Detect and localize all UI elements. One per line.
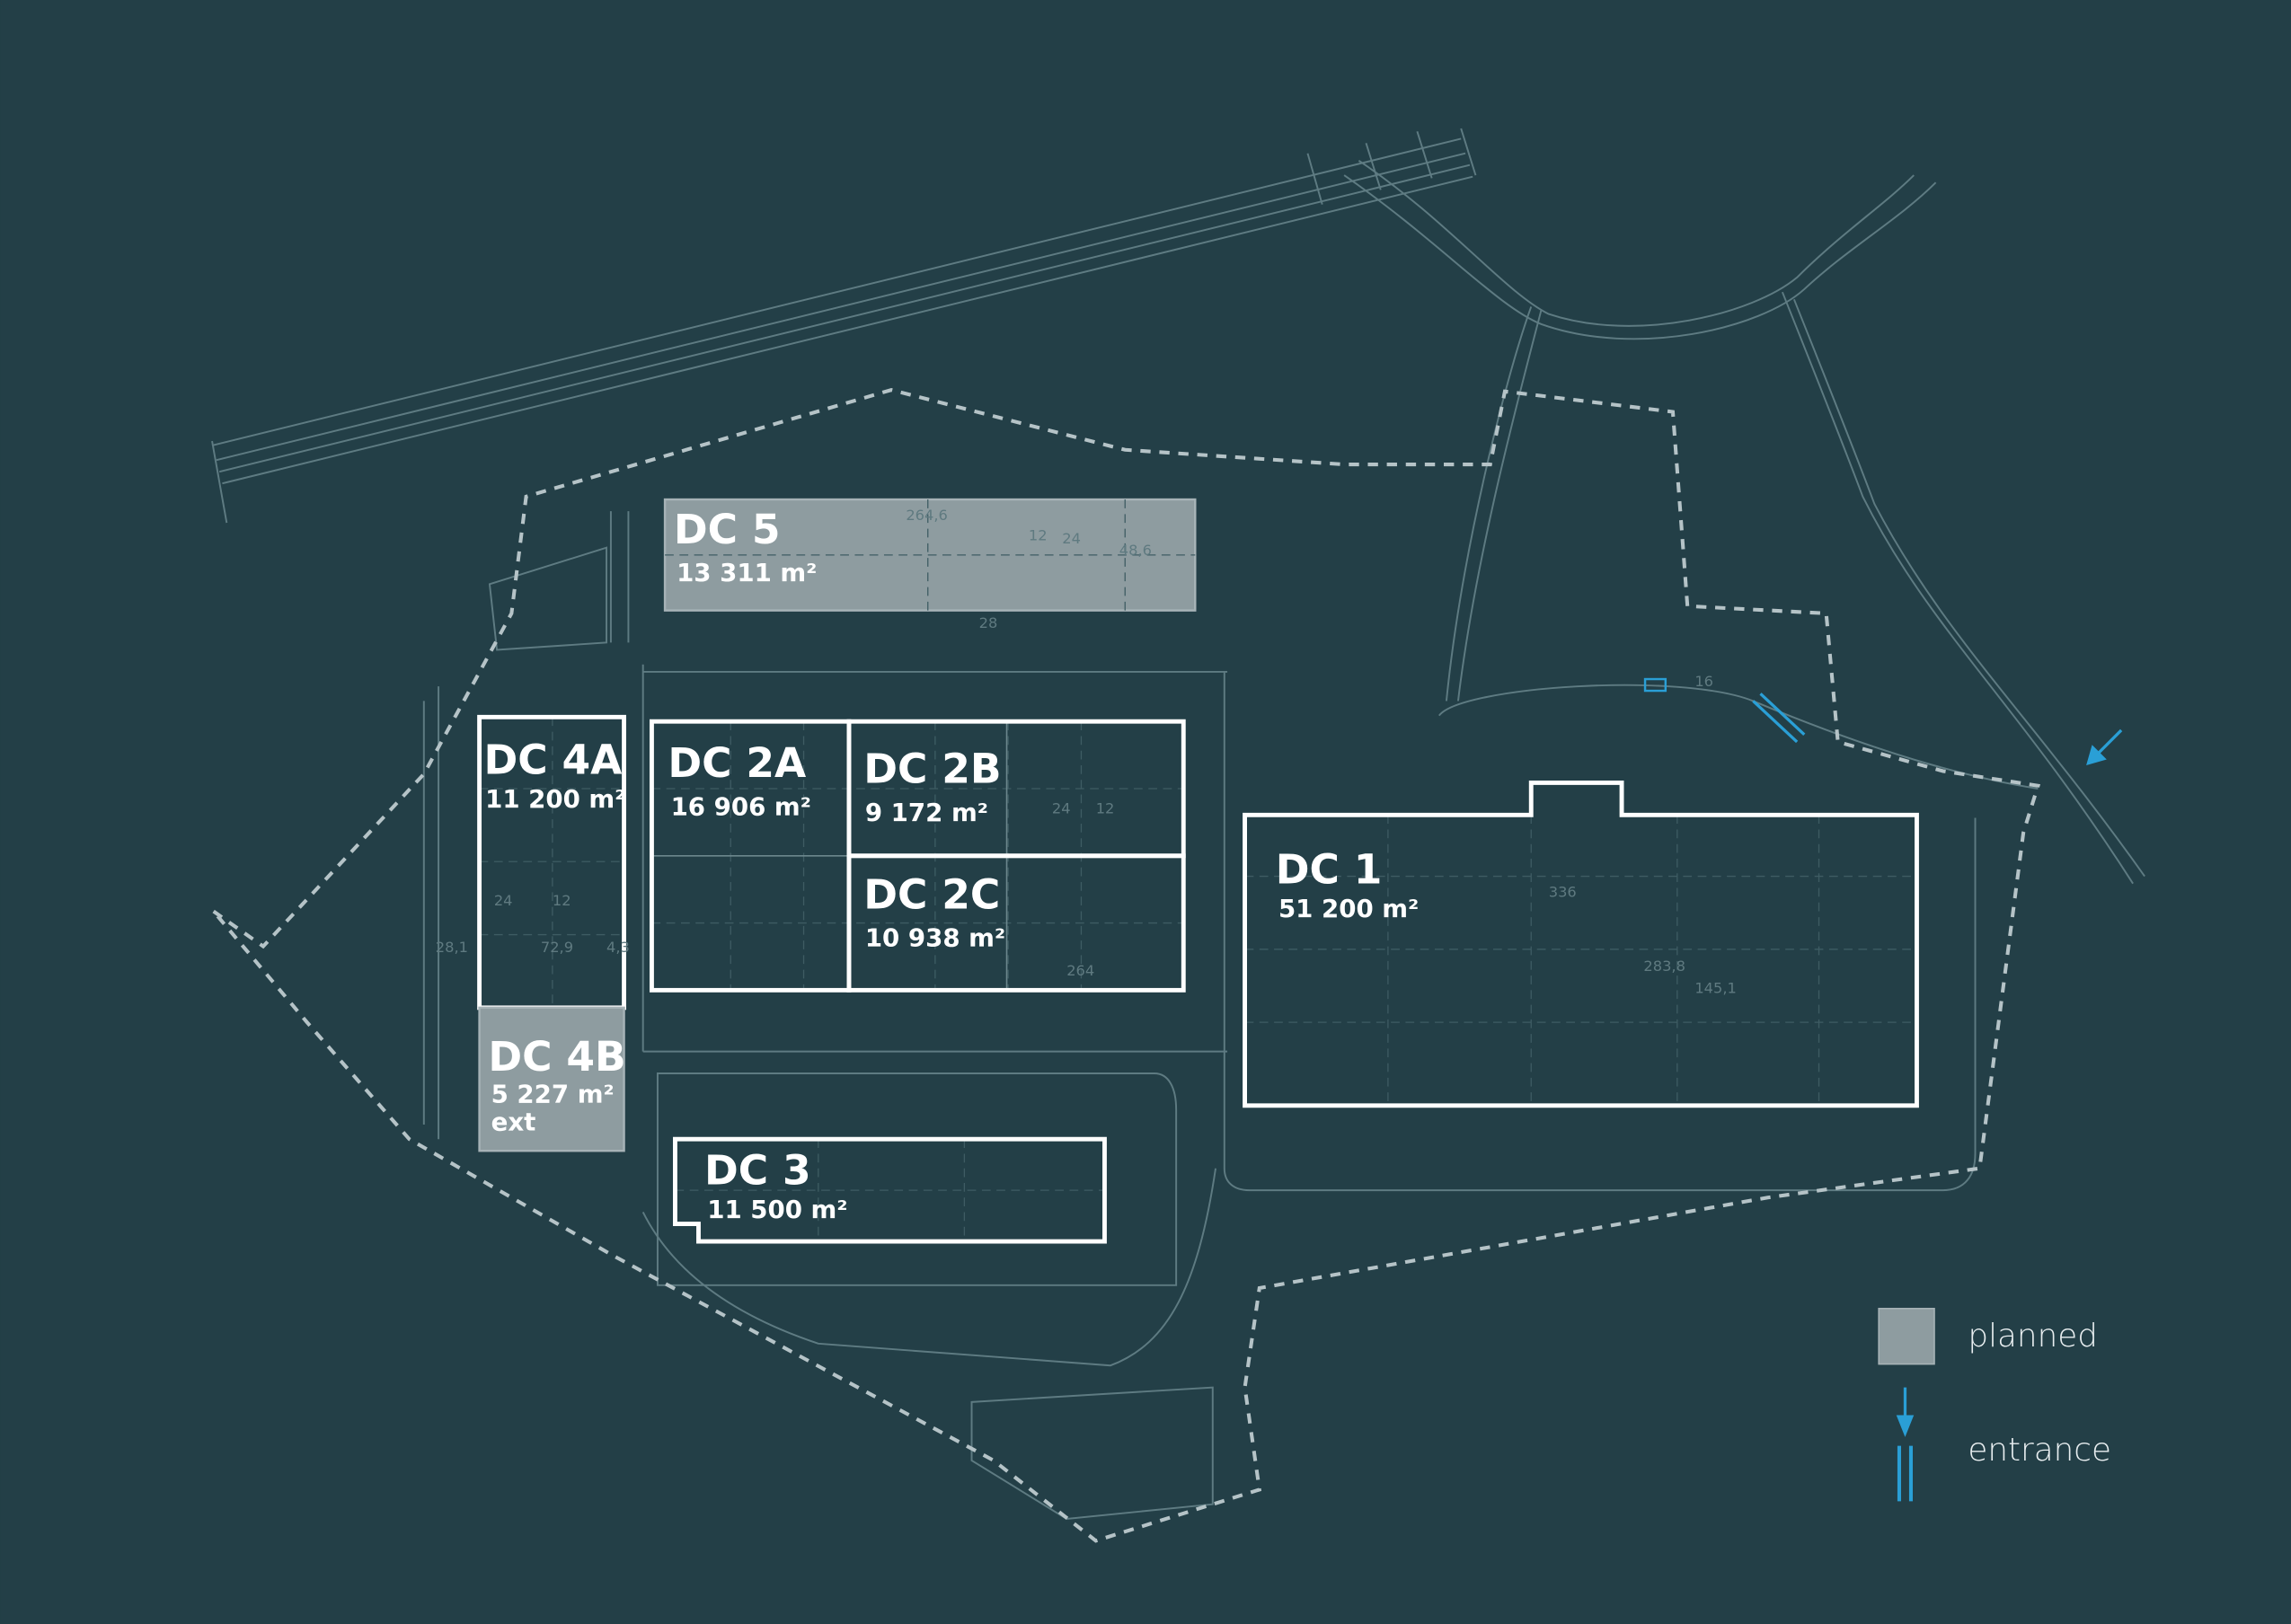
building-area: 16 906 m² — [671, 791, 811, 821]
building-area: 5 227 m² — [491, 1080, 615, 1109]
dimension-label: 12 — [1096, 800, 1115, 817]
legend-planned-swatch — [1878, 1307, 1935, 1365]
access-roads — [422, 160, 2145, 1520]
building-outline — [846, 853, 1186, 993]
building-dc2b[interactable]: DC 2B 9 172 m² 24 12 — [846, 719, 1186, 859]
legend-entrance-arrow-icon — [1896, 1387, 1915, 1437]
building-area: 13 311 m² — [677, 558, 817, 587]
building-name: DC 3 — [704, 1147, 811, 1195]
dimension-label: 336 — [1549, 883, 1577, 900]
building-name: DC 5 — [674, 506, 781, 553]
building-outline — [673, 1136, 1107, 1244]
building-name: DC 2A — [668, 739, 806, 787]
legend-planned-label: planned — [1968, 1318, 2098, 1355]
dimension-label: 28 — [979, 614, 998, 631]
planned-building-fill — [478, 1006, 625, 1152]
dimension-label: 145,1 — [1694, 980, 1737, 997]
dimension-label: 24 — [494, 892, 513, 909]
building-area: 11 200 m² — [485, 784, 625, 814]
building-dc4a[interactable]: DC 4A 11 200 m² 72,9 24 12 28,1 4,3 — [436, 714, 630, 1011]
dimension-label: 264,6 — [906, 507, 948, 524]
dimension-label: 24 — [1062, 530, 1081, 547]
building-name: DC 1 — [1276, 846, 1383, 894]
building-area: 9 172 m² — [865, 798, 988, 827]
dimension-label: 72,9 — [541, 939, 573, 956]
building-dc3[interactable]: DC 3 11 500 m² — [673, 1136, 1107, 1244]
building-name: DC 4B — [488, 1033, 625, 1081]
dimension-label: 24 — [1052, 800, 1071, 817]
building-outline — [1243, 781, 1919, 1108]
building-area: 11 500 m² — [707, 1195, 847, 1224]
building-dc2c[interactable]: DC 2C 10 938 m² 264 — [846, 853, 1186, 993]
building-area: 10 938 m² — [865, 923, 1005, 953]
dimension-label: 283,8 — [1643, 958, 1685, 975]
dimension-label: 12 — [553, 892, 571, 909]
entrance-gate-icon — [1643, 677, 1806, 744]
property-boundary — [212, 388, 2041, 1543]
legend: planned entrance — [1878, 1307, 2111, 1502]
building-name: DC 2C — [863, 870, 1000, 918]
dimension-label: 16 — [1694, 673, 1713, 690]
building-dc4b[interactable]: DC 4B 5 227 m² ext — [478, 1006, 626, 1152]
highway — [211, 128, 1477, 524]
legend-entrance-gate-icon — [1897, 1445, 1914, 1502]
building-dc2a[interactable]: DC 2A 16 906 m² — [650, 719, 852, 993]
building-dc5[interactable]: DC 5 13 311 m² 264,6 24 12 48,6 — [663, 498, 1197, 612]
building-name: DC 4A — [483, 737, 622, 784]
building-name: DC 2B — [863, 745, 1001, 792]
entrance-arrow-icon — [2086, 728, 2123, 765]
building-note: ext — [491, 1107, 536, 1136]
legend-entrance-label: entrance — [1968, 1432, 2111, 1469]
dimension-label: 28,1 — [436, 939, 468, 956]
dimension-label: 12 — [1029, 527, 1048, 544]
dimension-label: 4,3 — [606, 939, 630, 956]
building-area: 51 200 m² — [1278, 894, 1419, 923]
dimension-label: 264 — [1066, 962, 1094, 979]
dimension-label: 48,6 — [1119, 542, 1152, 559]
building-dc1[interactable]: DC 1 51 200 m² 336 283,8 145,1 16 — [1243, 673, 1919, 1108]
